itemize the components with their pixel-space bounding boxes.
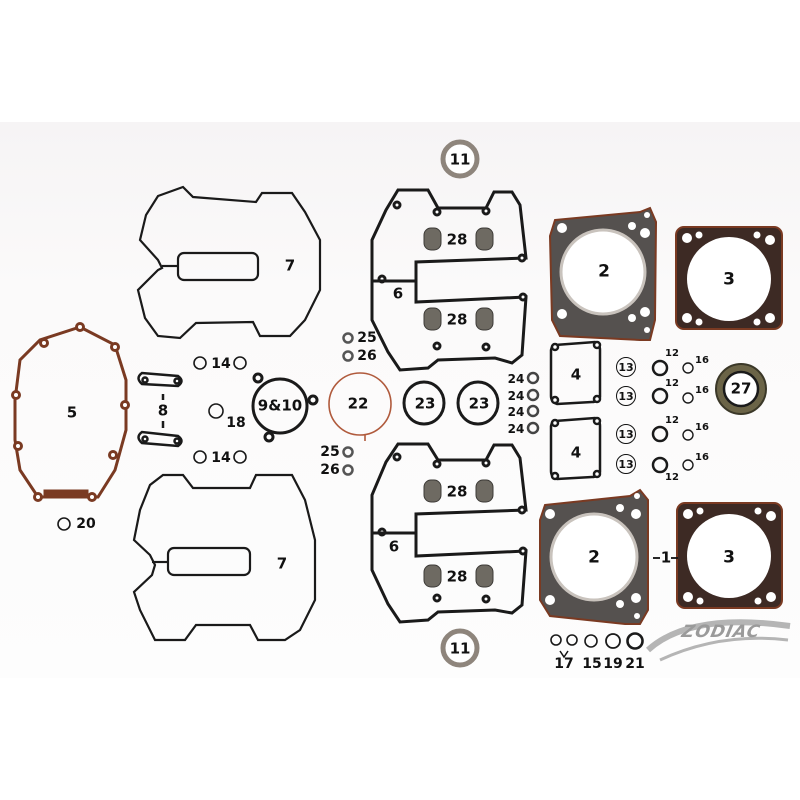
callout-12: 12	[665, 348, 679, 359]
callout-12: 12	[665, 378, 679, 389]
callout-12: 12	[665, 472, 679, 483]
callout-20: 20	[76, 516, 96, 532]
callout-24: 24	[507, 405, 525, 419]
callout-27: 27	[730, 379, 752, 398]
callout-11-bottom: 11	[449, 639, 471, 658]
callout-2-top: 2	[598, 261, 610, 282]
callout-28: 28	[446, 482, 468, 501]
gasket-9-10	[251, 372, 319, 443]
callout-23-right: 23	[468, 394, 490, 413]
callout-4-top: 4	[570, 365, 582, 384]
bushing-11-bottom	[440, 628, 480, 668]
oil-seal-27	[715, 363, 767, 415]
callout-23-left: 23	[414, 394, 436, 413]
gaskets-4	[549, 340, 602, 481]
callout-16: 16	[695, 422, 709, 433]
head-gasket-2-top	[548, 206, 658, 341]
zodiac-logo: ZODIAC	[679, 622, 763, 642]
callout-18: 18	[226, 415, 246, 431]
callout-7-bottom: 7	[276, 554, 288, 573]
rocker-gasket-6-bottom	[370, 442, 528, 624]
callout-13: 13	[616, 357, 636, 377]
callout-7-top: 7	[284, 256, 296, 275]
callout-9-and-10: 9&10	[257, 396, 303, 415]
o-rings-15-17-19-21	[550, 632, 644, 650]
callout-1: 1	[660, 548, 672, 567]
callout-12: 12	[665, 415, 679, 426]
callout-4-bottom: 4	[570, 443, 582, 462]
callout-25-top: 25	[357, 330, 377, 346]
base-gasket-3-top	[675, 226, 783, 330]
o-ring-22	[328, 372, 392, 441]
callout-25-bottom: 25	[320, 444, 340, 460]
rocker-gasket-6-top	[370, 188, 528, 372]
bushing-11-top	[440, 139, 480, 179]
cam-cover-gasket-5	[11, 322, 130, 502]
o-rings-24	[526, 371, 540, 435]
o-rings-12-16	[651, 359, 694, 474]
valve-seals-28	[423, 227, 494, 588]
callout-24: 24	[507, 389, 525, 403]
callout-24: 24	[507, 422, 525, 436]
callout-13: 13	[616, 386, 636, 406]
callout-28: 28	[446, 567, 468, 586]
callout-26-top: 26	[357, 348, 377, 364]
callout-15: 15	[582, 656, 602, 672]
callout-17: 17	[554, 656, 574, 672]
callout-13: 13	[616, 424, 636, 444]
callout-16: 16	[695, 385, 709, 396]
callout-14-bottom: 14	[211, 450, 231, 466]
zodiac-logo-swoosh	[645, 619, 791, 662]
callout-3-top: 3	[723, 269, 735, 290]
callout-16: 16	[695, 452, 709, 463]
callout-24: 24	[507, 372, 525, 386]
callout-13: 13	[616, 454, 636, 474]
callout-6-bottom: 6	[388, 537, 400, 556]
callout-8: 8	[157, 401, 169, 420]
gasket-8-pair	[137, 371, 183, 448]
callout-3-bottom: 3	[723, 547, 735, 568]
callout-14-top: 14	[211, 356, 231, 372]
callout-28: 28	[446, 310, 468, 329]
callout-11-top: 11	[449, 150, 471, 169]
callout-19: 19	[603, 656, 623, 672]
leader-line-17	[559, 650, 569, 659]
callout-2-bottom: 2	[588, 547, 600, 568]
rocker-cover-gasket-7-bottom	[132, 473, 317, 642]
o-rings-25-26	[342, 332, 354, 476]
o-rings-14-18-20	[57, 356, 247, 531]
callout-26-bottom: 26	[320, 462, 340, 478]
callout-6-top: 6	[392, 284, 404, 303]
callout-16: 16	[695, 355, 709, 366]
callout-22: 22	[347, 394, 369, 413]
base-gasket-3-bottom	[676, 502, 783, 609]
head-gasket-2-bottom	[539, 488, 649, 625]
callout-28: 28	[446, 230, 468, 249]
rocker-cover-gasket-7-top	[136, 185, 322, 340]
callout-5: 5	[66, 403, 78, 422]
callout-21: 21	[625, 656, 645, 672]
rings-23	[402, 380, 500, 426]
